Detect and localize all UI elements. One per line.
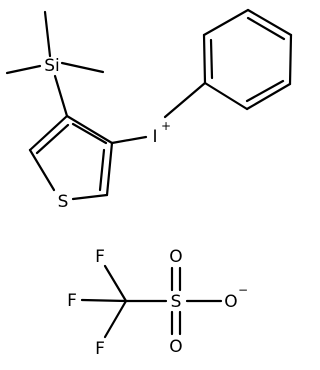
bond-c2-c3	[28, 114, 69, 152]
bond-ph-5-6-double	[245, 79, 285, 103]
thiophene-ring	[28, 114, 114, 201]
bond-ph-1-2-double	[209, 38, 214, 80]
bond-si-methyl-right	[60, 61, 105, 74]
bond-s-c2	[28, 148, 56, 192]
atom-label-o-bottom: O	[169, 337, 182, 357]
bond-f-left-c	[80, 298, 128, 303]
atom-label-f-left: F	[67, 291, 77, 311]
bond-c4-iodine	[110, 135, 148, 145]
bond-f-top-c	[103, 264, 128, 303]
atom-label-o-top: O	[169, 247, 182, 267]
bond-ph-3-4-double	[246, 16, 286, 41]
bond-ph-6-1	[203, 81, 249, 111]
bond-ph-3-4	[246, 8, 293, 37]
atom-charge-o-right: −	[238, 283, 248, 297]
phenyl-ring	[202, 8, 293, 111]
bond-ph-2-3	[202, 8, 250, 37]
atom-label-iodine: I	[152, 127, 157, 147]
iodonium-bonds	[110, 81, 207, 145]
bond-c4-c5-double	[98, 148, 106, 192]
atom-charge-iodine: +	[161, 119, 171, 133]
bond-c3-c4	[65, 114, 114, 145]
atom-label-f-top: F	[95, 247, 105, 267]
atom-label-s-ring: S	[58, 192, 69, 212]
bond-c4-c5	[105, 141, 114, 197]
bond-si-thiophene	[53, 74, 69, 118]
bond-c5-s	[71, 193, 109, 201]
bond-ph-4-5	[288, 33, 293, 86]
triflate-anion	[80, 264, 223, 339]
bond-c3-c4-double	[71, 122, 108, 145]
atom-label-si: Si	[44, 56, 60, 76]
atom-label-o-right: O	[224, 292, 237, 312]
trimethylsilyl-group	[5, 10, 105, 118]
bond-si-methyl-top	[43, 10, 52, 58]
atom-label-f-bottom: F	[95, 339, 105, 359]
bond-si-methyl-left	[5, 64, 42, 75]
bond-iodine-phenyl	[163, 81, 207, 119]
atom-label-s-sulfonate: S	[171, 292, 182, 312]
bond-ph-5-6	[245, 82, 292, 111]
structure-diagram: Si I + S F F F S O O − O	[5, 8, 293, 359]
bond-f-bottom-c	[103, 299, 128, 339]
bond-c2-c3-double	[35, 123, 70, 155]
bond-ph-1-2	[202, 33, 207, 85]
